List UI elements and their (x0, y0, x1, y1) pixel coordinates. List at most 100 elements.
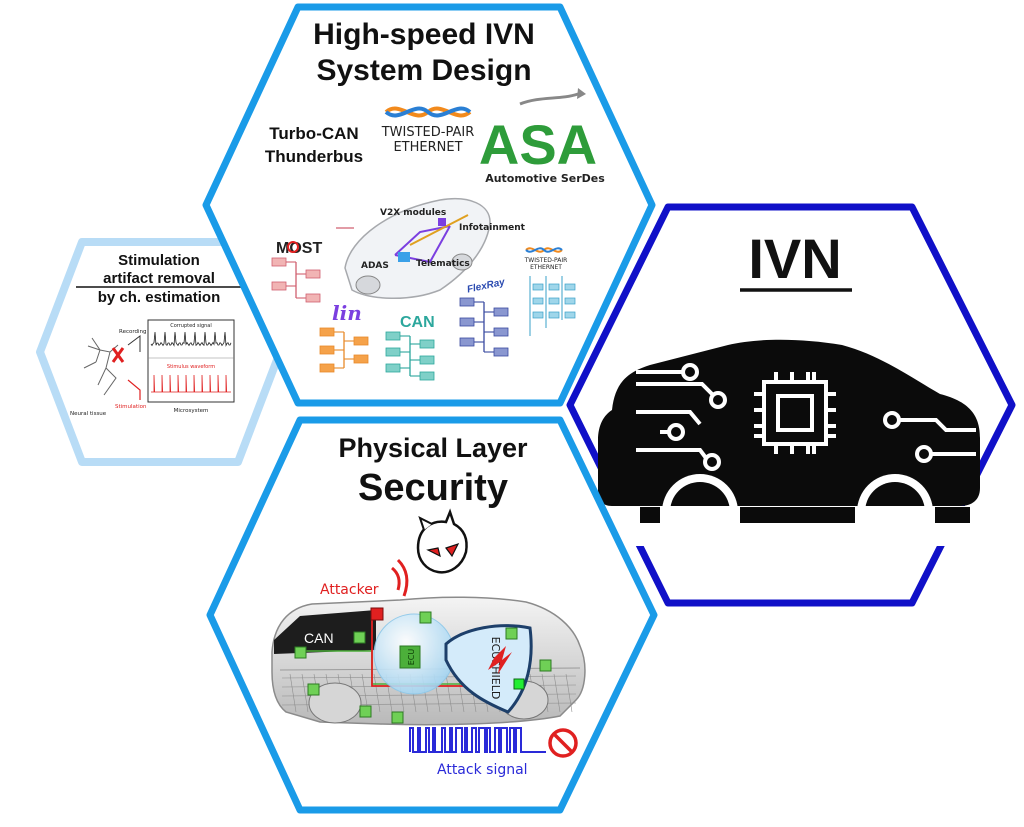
ecu-node-chip (391, 711, 404, 724)
most-node (271, 257, 287, 267)
chip-icon (754, 372, 836, 454)
lin-logo: lin (332, 301, 362, 325)
asa-logo-text: ASA (479, 113, 597, 176)
adas-label: ADAS (361, 261, 389, 271)
automotive-serdes-label: Automotive SerDes (485, 172, 605, 185)
thunderbus-label: Thunderbus (265, 147, 363, 166)
hex-stimulation: Stimulation artifact removal by ch. esti… (36, 238, 284, 466)
flexray-node (459, 337, 475, 347)
stimulation-arrow-icon (127, 379, 141, 400)
neuron-icon (83, 337, 119, 396)
most-logo-ring-icon (287, 241, 299, 253)
car-circuit-icon (598, 339, 998, 550)
lin-node (319, 327, 335, 337)
car-network-illustration: V2X modules Infotainment ADAS Telematics (344, 198, 526, 299)
attacker-devil-icon (416, 508, 468, 574)
lin-node (353, 354, 369, 364)
ethernet-node (548, 283, 560, 291)
stim-microsystem-label: Microsystem (174, 408, 209, 414)
lin-node (319, 363, 335, 373)
ethernet-node (564, 283, 576, 291)
twisted-pair-line1: TWISTED-PAIR (381, 125, 475, 140)
twisted-pair-ethernet-logo: TWISTED-PAIR ETHERNET (381, 106, 475, 155)
ecu-node-chip (419, 611, 432, 624)
prohibited-icon (548, 728, 578, 758)
stim-stimulation-label: Stimulation (115, 404, 147, 410)
stim-title-line1: Stimulation (118, 252, 200, 269)
hex-physical-security: Physical Layer Security Attacker CAN (206, 416, 658, 814)
stimulus-waveform-trace (151, 374, 231, 393)
stim-recording-label: Recording (119, 329, 147, 335)
ethernet-node (564, 297, 576, 305)
lin-node (353, 336, 369, 346)
ethernet-node (548, 297, 560, 305)
security-title-line2: Security (358, 467, 508, 509)
stim-title-line3: by ch. estimation (98, 289, 221, 306)
stim-stimulus-label: Stimulus waveform (167, 364, 215, 370)
attacker-label: Attacker (320, 582, 379, 598)
victim-node-chip (513, 678, 525, 690)
twisted-pair-small-line2: ETHERNET (530, 264, 562, 271)
microsystem-box (147, 319, 235, 403)
corrupted-signal-trace (150, 331, 232, 347)
ethernet-node (548, 311, 560, 319)
ivn-design-title-line2: System Design (316, 54, 531, 87)
attacker-node-chip (370, 607, 384, 621)
flexray-node (459, 297, 475, 307)
ethernet-node (564, 311, 576, 319)
telematics-label: Telematics (416, 259, 470, 269)
ecu-node-chip (353, 631, 366, 644)
most-node (305, 293, 321, 303)
arrow-swoosh-icon (519, 92, 579, 106)
flexray-node (493, 307, 509, 317)
ecu-node-chip (307, 683, 320, 696)
ecu-node-chip (294, 646, 307, 659)
can-node (385, 331, 401, 341)
lin-bus-diagram: lin (319, 301, 369, 373)
ecu-node-chip (539, 659, 552, 672)
automotive-serdes-logo: ASA Automotive SerDes (479, 88, 605, 185)
can-node (419, 371, 435, 381)
circuit-traces-icon (636, 363, 976, 471)
flexray-node (493, 327, 509, 337)
flexray-node (459, 317, 475, 327)
ethernet-node (532, 297, 544, 305)
v2x-label: V2X modules (380, 208, 446, 218)
can-car-label: CAN (304, 630, 334, 646)
twisted-pair-small-line1: TWISTED-PAIR (524, 257, 568, 264)
can-node (419, 339, 435, 349)
car-side-illustration: CAN ECU ECUSHIELD (271, 596, 586, 726)
ethernet-bus-diagram: TWISTED-PAIR ETHERNET (524, 247, 576, 336)
can-bus-diagram: CAN (385, 314, 435, 381)
attack-signal-label: Attack signal (437, 762, 528, 778)
stim-corrupted-label: Corrupted signal (170, 323, 212, 329)
lin-node (319, 345, 335, 355)
ecu-label: ECU (407, 649, 416, 666)
ecushield-label: ECUSHIELD (489, 637, 502, 700)
security-title-line1: Physical Layer (338, 433, 528, 463)
ecu-chip-icon (399, 645, 421, 669)
most-node (305, 269, 321, 279)
twisted-pair-line2: ETHERNET (393, 140, 462, 155)
ethernet-node (532, 283, 544, 291)
flexray-node (493, 347, 509, 357)
ethernet-node (532, 311, 544, 319)
recording-arrow-icon (127, 335, 141, 352)
most-logo: MOST (276, 240, 322, 257)
can-node (385, 363, 401, 373)
hex-system-design: High-speed IVN System Design Turbo-CAN T… (202, 3, 656, 407)
red-x-icon (111, 347, 125, 363)
ivn-design-title-line1: High-speed IVN (313, 18, 535, 51)
ecu-node-chip (505, 627, 518, 640)
lightning-bolt-icon (488, 646, 512, 674)
can-node (385, 347, 401, 357)
ivn-title: IVN (748, 227, 841, 290)
most-node (271, 281, 287, 291)
can-node (419, 355, 435, 365)
infotainment-label: Infotainment (459, 223, 526, 233)
stim-neural-label: Neural tissue (70, 411, 107, 417)
turbo-can-label: Turbo-CAN (269, 124, 358, 143)
wireless-signal-icon (391, 558, 409, 597)
can-logo: CAN (400, 314, 435, 331)
